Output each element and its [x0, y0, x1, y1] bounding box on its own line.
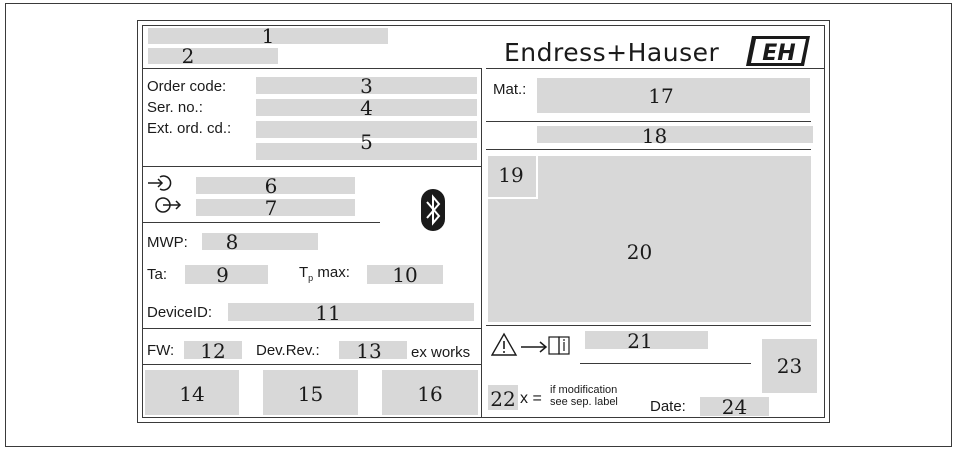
column-divider [481, 68, 482, 418]
separator [142, 68, 481, 69]
field-15 [263, 370, 358, 415]
field-20 [488, 156, 811, 322]
field-13 [339, 341, 407, 359]
field-6 [196, 177, 355, 194]
separator [142, 364, 481, 365]
mat-label: Mat.: [493, 81, 527, 98]
tp-max-label: Tp max: [299, 265, 350, 283]
field-11 [228, 303, 474, 321]
nameplate [142, 25, 825, 418]
callout-22: 22 [490, 387, 516, 411]
callout-3: 3 [360, 74, 373, 98]
callout-21: 21 [627, 329, 653, 353]
bluetooth-icon [421, 189, 445, 231]
dev-rev-label: Dev.Rev.: [256, 342, 320, 359]
field-3 [256, 77, 477, 94]
separator [486, 149, 811, 150]
tp-max-sub: p [308, 273, 314, 283]
field-22 [488, 385, 518, 410]
field-23 [762, 339, 817, 393]
figure-frame [5, 3, 952, 447]
callout-11: 11 [315, 301, 341, 325]
ext-ord-cd-label: Ext. ord. cd.: [147, 120, 232, 137]
callout-5: 5 [360, 130, 373, 154]
field-2 [148, 48, 278, 64]
callout-14: 14 [179, 382, 205, 406]
x-equals-label: x = [520, 390, 542, 407]
field-10 [367, 265, 443, 284]
input-arrow-icon [148, 175, 172, 191]
arrow-right-icon [521, 341, 548, 353]
separator [142, 328, 481, 329]
field-5b [256, 143, 477, 160]
mwp-label: MWP: [147, 234, 188, 251]
order-code-label: Order code: [147, 78, 227, 95]
field-19-gap-h [488, 197, 538, 199]
callout-18: 18 [641, 124, 668, 148]
field-8 [202, 233, 318, 250]
separator [580, 363, 751, 364]
callout-24: 24 [721, 395, 748, 419]
field-24 [700, 397, 769, 416]
callout-6: 6 [264, 174, 278, 198]
field-1 [148, 28, 388, 44]
callout-2: 2 [181, 44, 195, 68]
ex-works-label: ex works [411, 344, 471, 361]
eh-logo-text: EH [762, 41, 795, 66]
field-7 [196, 199, 355, 216]
callout-1: 1 [261, 24, 275, 48]
fw-label: FW: [147, 342, 175, 359]
field-5a [256, 121, 477, 138]
warning-to-manual-icons [491, 332, 570, 356]
callout-16: 16 [417, 382, 443, 406]
field-9 [185, 265, 268, 284]
if-modification-label: if modification [550, 384, 618, 396]
callout-13: 13 [356, 339, 382, 363]
device-id-label: DeviceID: [147, 304, 213, 321]
nameplate-outline [137, 20, 830, 423]
callout-4: 4 [360, 96, 373, 120]
callout-8: 8 [225, 230, 239, 254]
callout-15: 15 [297, 382, 324, 406]
callout-9: 9 [216, 263, 229, 287]
separator [142, 222, 380, 223]
callout-19: 19 [498, 163, 524, 187]
manual-book-icon [548, 336, 570, 355]
warning-icon [491, 332, 518, 356]
ser-no-label: Ser. no.: [147, 99, 203, 116]
ta-label: Ta: [147, 266, 168, 283]
date-label: Date: [650, 398, 686, 415]
field-14 [145, 370, 239, 415]
field-21 [585, 331, 708, 349]
callout-23: 23 [776, 354, 803, 378]
callout-10: 10 [392, 263, 418, 287]
field-16 [382, 370, 478, 415]
see-sep-label-label: see sep. label [550, 396, 618, 408]
callout-17: 17 [648, 84, 674, 108]
field-4 [256, 99, 477, 116]
separator [142, 166, 481, 167]
field-17 [537, 78, 810, 113]
tp-max-t: T [299, 264, 309, 281]
field-12 [184, 341, 242, 359]
brand-name: Endress+Hauser [504, 38, 720, 67]
separator [486, 325, 811, 326]
field-19-gap-v [536, 156, 538, 198]
callout-20: 20 [626, 240, 653, 264]
output-arrow-icon [155, 197, 182, 213]
separator [486, 121, 811, 122]
eh-logo-icon: EH [746, 36, 810, 66]
callout-12: 12 [200, 339, 226, 363]
tp-max-rest: max: [313, 264, 350, 281]
callout-7: 7 [264, 196, 278, 220]
separator [486, 68, 825, 69]
field-18 [537, 126, 813, 143]
